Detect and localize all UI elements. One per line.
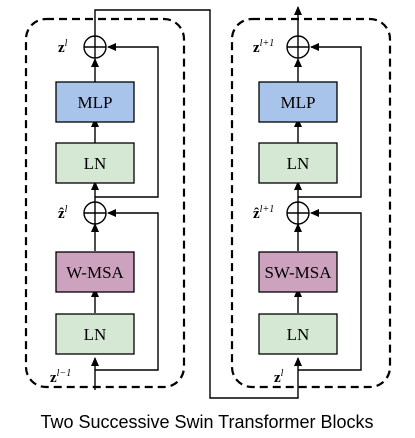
block-1-mlp-label: MLP	[78, 93, 113, 112]
block-2-mid-var-sup: l+1	[260, 204, 275, 215]
block-2-mid-var: ẑl+1	[253, 204, 274, 222]
block-2-ln-top-label: LN	[287, 325, 310, 344]
block-2-output-var: zl+1	[253, 38, 274, 56]
block-2-attention-label: SW-MSA	[264, 263, 332, 282]
block-2-attention-box	[258, 251, 338, 293]
block-1-add-out-icon	[83, 35, 107, 59]
block-2-ln-top-box	[258, 313, 338, 355]
block-2-input-var-base: z	[274, 370, 281, 386]
block-2-frame	[230, 17, 392, 389]
block-1: LN W-MSA LN MLP zl−1 ẑl zl	[24, 17, 186, 390]
block-1-mlp-box	[55, 81, 135, 123]
block-1-input-var-sup: l−1	[57, 368, 72, 379]
block-2-input-var-sup: l	[281, 368, 284, 379]
block-1-mid-var: ẑl	[58, 204, 68, 222]
block-2-input-var: zl	[274, 368, 284, 386]
diagram-caption: Two Successive Swin Transformer Blocks	[40, 412, 373, 432]
block-1-ln-mid-box	[55, 142, 135, 184]
block-1-add-mid-icon	[83, 201, 107, 225]
block-2-mid-var-base: ẑ	[253, 206, 260, 222]
block-1-output-var-sup: l	[65, 38, 68, 49]
block-1-ln-mid-label: LN	[84, 154, 107, 173]
block-1-frame	[24, 17, 186, 389]
block-1-mid-var-base: ẑ	[58, 206, 65, 222]
block-1-residual-2	[95, 43, 159, 198]
block-2-output-var-base: z	[253, 40, 260, 56]
block-2-ln-mid-label: LN	[287, 154, 310, 173]
block-1-attention-label: W-MSA	[66, 263, 124, 282]
block-1-input-var-base: z	[50, 370, 57, 386]
block-2-residual-1	[298, 209, 362, 371]
block-1-output-var: zl	[58, 38, 68, 56]
block-2-ln-mid-box	[258, 142, 338, 184]
block-2-add-mid-icon	[286, 201, 310, 225]
block-1-ln-top-box	[55, 313, 135, 355]
block-1-attention-box	[55, 251, 135, 293]
block-1-input-var: zl−1	[50, 368, 71, 386]
block-2-mlp-box	[258, 81, 338, 123]
block-2-add-out-icon	[286, 35, 310, 59]
block-1-ln-top-label: LN	[84, 325, 107, 344]
block-2: LN SW-MSA LN MLP zl ẑl+1 zl+1	[230, 6, 392, 389]
inter-block-connector	[94, 9, 302, 399]
block-2-residual-2	[298, 43, 362, 198]
block-2-mlp-label: MLP	[281, 93, 316, 112]
block-1-mid-var-sup: l	[65, 204, 68, 215]
block-1-output-var-base: z	[58, 40, 65, 56]
block-2-output-var-sup: l+1	[260, 38, 275, 49]
block-1-residual-1	[95, 209, 159, 371]
